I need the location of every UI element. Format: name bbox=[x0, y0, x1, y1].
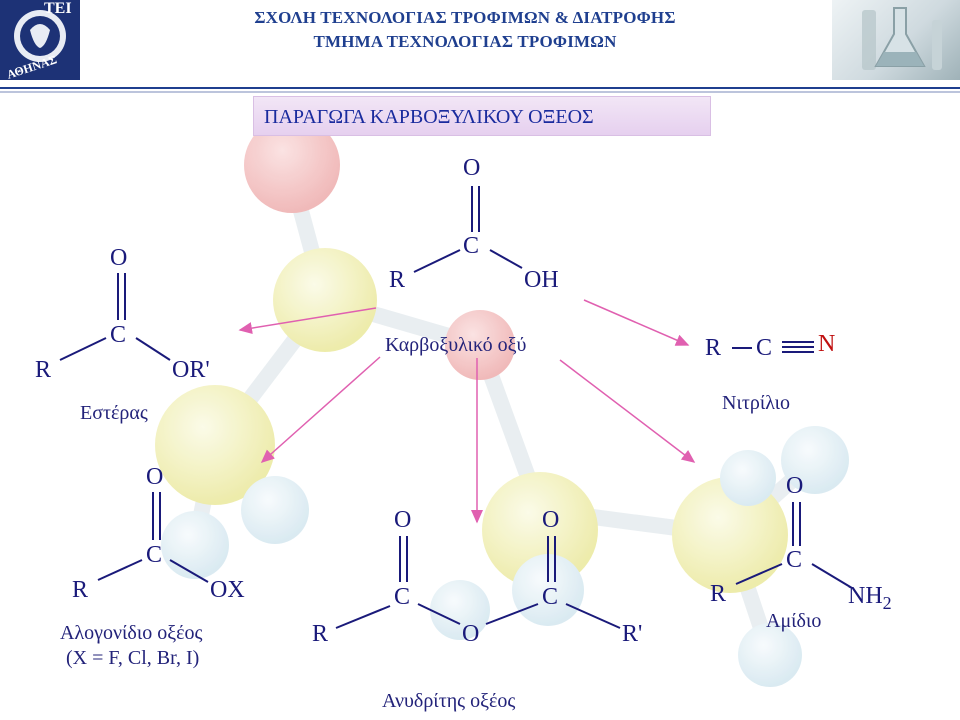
ester-r-bond bbox=[59, 337, 107, 361]
nitrile-r-group: R bbox=[705, 335, 722, 361]
anhydride-carbon-2: C bbox=[542, 584, 559, 610]
anhydride-carbon-1: C bbox=[394, 584, 411, 610]
nitrile-nitrogen: N bbox=[818, 331, 836, 357]
amide-caption: Αμίδιο bbox=[766, 610, 822, 632]
acid-r-group: R bbox=[389, 267, 406, 293]
anhydride-oxygen-2: O bbox=[542, 507, 560, 533]
acid-oh-bond bbox=[489, 249, 523, 269]
acid-oh-group: OH bbox=[524, 267, 559, 293]
halide-caption-halogens: (X = F, Cl, Br, I) bbox=[66, 647, 200, 669]
anhydride-oxygen-1: O bbox=[394, 507, 412, 533]
halide-carbon: C bbox=[146, 542, 163, 568]
nitrile-caption: Νιτρίλιο bbox=[722, 392, 791, 414]
ester-or-group: OR' bbox=[172, 357, 210, 383]
halide-r-group: R bbox=[72, 577, 89, 603]
ester-caption: Εστέρας bbox=[80, 402, 148, 424]
slide-title: ΠΑΡΑΓΩΓΑ ΚΑΡΒΟΞΥΛΙΚΟΥ ΟΞΕΟΣ bbox=[253, 96, 711, 136]
lab-glassware-image bbox=[832, 0, 960, 80]
anhydride-o-bond-right bbox=[485, 603, 539, 625]
header-department-name: ΤΜΗΜΑ ΤΕΧΝΟΛΟΓΙΑΣ ΤΡΟΦΙΜΩΝ bbox=[313, 32, 617, 51]
anhydride-r-bond bbox=[335, 605, 391, 629]
acid-carbon: C bbox=[463, 233, 480, 259]
halide-ox-group: OX bbox=[210, 577, 245, 603]
anhydride-r-group: R bbox=[312, 621, 329, 647]
amide-nh2-bond bbox=[811, 563, 853, 589]
logo-text: ΤΕΙ bbox=[44, 0, 72, 17]
amide-r-bond bbox=[735, 563, 783, 585]
arrow-to-nitrile bbox=[583, 299, 690, 346]
acid-r-bond bbox=[413, 249, 461, 273]
amide-nh2-subscript: 2 bbox=[882, 592, 892, 613]
nitrile-carbon: C bbox=[756, 335, 773, 361]
amide-nh2-group: NH2 bbox=[848, 584, 892, 615]
header-school-name: ΣΧΟΛΗ ΤΕΧΝΟΛΟΓΙΑΣ ΤΡΟΦΙΜΩΝ & ΔΙΑΤΡΟΦΗΣ bbox=[254, 8, 676, 27]
amide-carbon: C bbox=[786, 547, 803, 573]
amide-r-group: R bbox=[710, 581, 727, 607]
halide-r-bond bbox=[97, 559, 143, 581]
halide-oxygen: O bbox=[146, 464, 164, 490]
halide-caption: Αλογονίδιο οξέος bbox=[60, 622, 203, 644]
anhydride-o-bond-left bbox=[417, 603, 461, 625]
arrow-to-acid-halide bbox=[260, 356, 381, 463]
ester-or-bond bbox=[135, 337, 171, 361]
amide-nh: NH bbox=[848, 583, 883, 609]
flask-icon bbox=[862, 7, 942, 70]
acid-oxygen: O bbox=[463, 155, 481, 181]
acid-caption: Καρβοξυλικό οξύ bbox=[385, 334, 527, 356]
anhydride-caption: Ανυδρίτης οξέος bbox=[382, 690, 516, 712]
arrow-to-ester bbox=[238, 307, 377, 335]
anhydride-r2-group: R' bbox=[622, 621, 643, 647]
arrow-to-amide bbox=[559, 359, 696, 463]
amide-oxygen: O bbox=[786, 473, 804, 499]
logo-emblem-icon bbox=[14, 10, 66, 62]
ester-r-group: R bbox=[35, 357, 52, 383]
anhydride-r2-bond bbox=[565, 603, 621, 629]
anhydride-bridge-oxygen: O bbox=[462, 621, 480, 647]
tei-athens-logo: ΤΕΙ ΑΘΗΝΑΣ bbox=[0, 0, 80, 80]
halide-ox-bond bbox=[169, 559, 209, 583]
ester-carbon: C bbox=[110, 322, 127, 348]
ester-oxygen: O bbox=[110, 245, 128, 271]
